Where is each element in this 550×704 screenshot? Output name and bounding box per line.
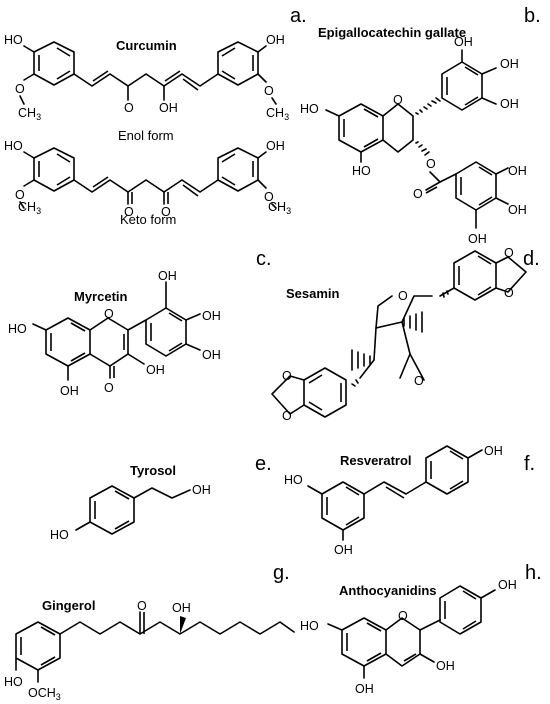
curcumin-enol-methoxy-o-left: O bbox=[15, 82, 25, 96]
anthocyanidins-hydroxyl-5: OH bbox=[355, 682, 374, 696]
tyrosol-structure: OH HO bbox=[50, 483, 211, 542]
myricetin-hydroxyl-7: HO bbox=[8, 322, 27, 336]
curcumin-enol-methyl-left: CH3 bbox=[18, 106, 41, 122]
sesamin-dioxole-o2-lower: O bbox=[282, 409, 292, 423]
anthocyanidins-structure: HO OH O OH OH bbox=[300, 578, 517, 696]
resveratrol-title: Resveratrol bbox=[340, 453, 412, 468]
curcumin-keto-methyl-left: CH3 bbox=[18, 200, 41, 216]
anthocyanidins-ring-o: O bbox=[398, 609, 408, 623]
curcumin-keto-methoxy-o-right: O bbox=[264, 190, 274, 204]
panel-f-resveratrol: f. Resveratrol HO OH OH bbox=[284, 444, 535, 557]
egcg-hydroxyl-b3: OH bbox=[454, 35, 473, 49]
curcumin-enol-hydroxyl-right: OH bbox=[266, 33, 285, 47]
resveratrol-hydroxyl-3: HO bbox=[284, 473, 303, 487]
resveratrol-hydroxyl-4p: OH bbox=[484, 444, 503, 458]
gingerol-hydroxyl-chain: OH bbox=[172, 601, 191, 615]
myricetin-hydroxyl-3: OH bbox=[146, 363, 165, 377]
egcg-hydroxyl-b5: OH bbox=[500, 97, 519, 111]
gingerol-structure: HO OCH3 O OH bbox=[4, 599, 295, 702]
sesamin-dioxole-o1-upper: O bbox=[504, 246, 514, 260]
resveratrol-structure: HO OH OH bbox=[284, 444, 503, 557]
curcumin-keto-methoxy-o-left: O bbox=[15, 188, 25, 202]
sesamin-title: Sesamin bbox=[286, 286, 340, 301]
curcumin-enol-methyl-right: CH3 bbox=[266, 106, 289, 122]
panel-c-letter: c. bbox=[256, 248, 272, 270]
myricetin-hydroxyl-5: OH bbox=[60, 384, 79, 398]
curcumin-keto-hydroxyl-right: OH bbox=[266, 139, 285, 153]
curcumin-enol-methoxy-o-right: O bbox=[264, 84, 274, 98]
panel-f-letter: f. bbox=[524, 453, 535, 475]
myricetin-structure: HO OH O O OH OH OH OH bbox=[8, 269, 221, 398]
panel-h-letter: h. bbox=[525, 562, 542, 584]
curcumin-keto-hydroxyl-left: HO bbox=[4, 139, 23, 153]
myricetin-hydroxyl-4p: OH bbox=[202, 309, 221, 323]
egcg-hydroxyl-g5: OH bbox=[468, 232, 487, 246]
myricetin-ketone-o: O bbox=[104, 381, 114, 395]
egcg-hydroxyl-g3: OH bbox=[508, 164, 527, 178]
sesamin-dioxole-o1-lower: O bbox=[282, 369, 292, 383]
tyrosol-title: Tyrosol bbox=[130, 463, 176, 478]
myricetin-ring-o: O bbox=[104, 307, 114, 321]
egcg-title: Epigallocatechin gallate bbox=[318, 25, 466, 40]
panel-b-letter: b. bbox=[524, 5, 541, 27]
gingerol-title: Gingerol bbox=[42, 598, 95, 613]
curcumin-keto-methyl-right: CH3 bbox=[268, 200, 291, 216]
panel-h-anthocyanidins: h. Anthocyanidins HO OH O OH OH bbox=[300, 562, 542, 696]
curcumin-title: Curcumin bbox=[116, 38, 177, 53]
egcg-ester-o: O bbox=[426, 157, 436, 171]
curcumin-enol-hydroxyl-left: HO bbox=[4, 33, 23, 47]
curcumin-keto-o-1: O bbox=[124, 205, 134, 219]
anthocyanidins-title: Anthocyanidins bbox=[339, 583, 437, 598]
curcumin-enol-caption: Enol form bbox=[118, 128, 174, 143]
sesamin-structure: O O O O bbox=[271, 246, 527, 423]
resveratrol-hydroxyl-5: OH bbox=[334, 543, 353, 557]
anthocyanidins-hydroxyl-3: OH bbox=[436, 659, 455, 673]
panel-c-myricetin: c. Myrcetin HO OH O O OH OH bbox=[8, 248, 272, 398]
panel-a-letter: a. bbox=[290, 5, 307, 27]
panel-e-letter: e. bbox=[255, 453, 272, 475]
egcg-carbonyl-o: O bbox=[413, 187, 423, 201]
panel-d-sesamin: d. Sesamin O O O O bbox=[271, 246, 540, 423]
egcg-ring-o: O bbox=[393, 93, 403, 107]
anthocyanidins-hydroxyl-4p: OH bbox=[498, 578, 517, 592]
egcg-hydroxyl-b4: OH bbox=[500, 57, 519, 71]
egcg-hydroxyl-g4: OH bbox=[508, 203, 527, 217]
curcumin-keto-o-2: O bbox=[161, 205, 171, 219]
curcumin-keto-caption: Keto form bbox=[120, 212, 176, 227]
gingerol-methoxy: OCH3 bbox=[28, 686, 61, 702]
panel-a-curcumin: a. Curcumin HO O CH3 O OH bbox=[4, 5, 307, 227]
myricetin-hydroxyl-5p: OH bbox=[202, 348, 221, 362]
panel-g-letter: g. bbox=[273, 562, 290, 584]
egcg-structure: HO HO O O OH OH bbox=[300, 35, 527, 246]
sesamin-dioxole-o2-upper: O bbox=[504, 286, 514, 300]
panel-e-tyrosol: e. Tyrosol OH HO bbox=[50, 453, 272, 542]
sesamin-furan-o-upper: O bbox=[398, 289, 408, 303]
curcumin-keto-structure: HO O CH3 O O OH O CH3 bbox=[4, 139, 291, 219]
panel-b-egcg: b. Epigallocatechin gallate HO HO O bbox=[300, 5, 541, 246]
curcumin-enol-hydroxyl-chain: OH bbox=[159, 101, 178, 115]
tyrosol-hydroxyl-phenol: HO bbox=[50, 528, 69, 542]
myricetin-title: Myrcetin bbox=[74, 289, 128, 304]
anthocyanidins-hydroxyl-7: HO bbox=[300, 619, 319, 633]
curcumin-enol-structure: HO O CH3 O OH OH O CH3 bbox=[4, 33, 289, 122]
panel-d-letter: d. bbox=[523, 248, 540, 270]
tyrosol-hydroxyl-chain: OH bbox=[192, 483, 211, 497]
sesamin-furan-o-lower: O bbox=[414, 374, 424, 388]
egcg-hydroxyl-a7: HO bbox=[300, 102, 319, 116]
myricetin-hydroxyl-3p: OH bbox=[158, 269, 177, 283]
curcumin-enol-ketone-o: O bbox=[124, 101, 134, 115]
gingerol-ketone-o: O bbox=[137, 599, 147, 613]
panel-g-gingerol: g. Gingerol HO OCH3 O OH bbox=[4, 562, 295, 702]
gingerol-hydroxyl-phenol: HO bbox=[4, 675, 23, 689]
egcg-hydroxyl-a5: HO bbox=[352, 164, 371, 178]
